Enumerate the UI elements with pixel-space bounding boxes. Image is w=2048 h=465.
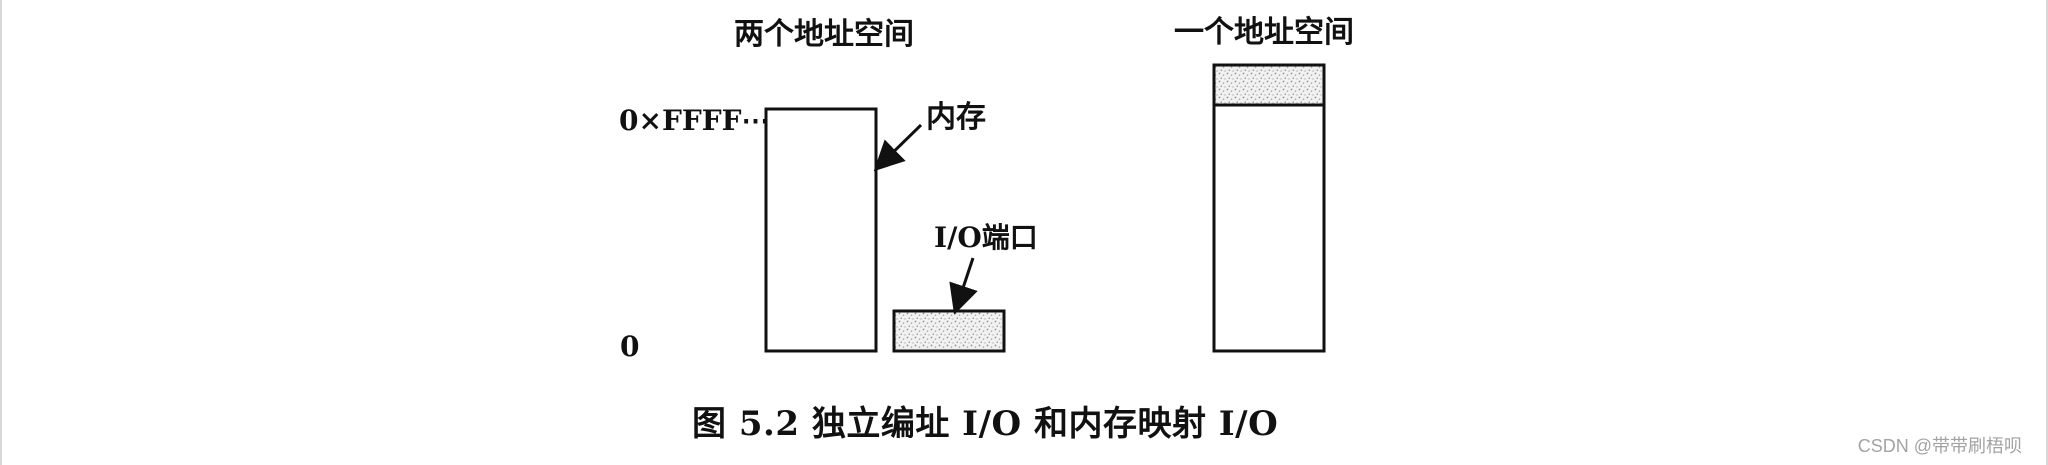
figure-caption: 图 5.2 独立编址 I/O 和内存映射 I/O: [692, 404, 1279, 444]
left-address-space-title: 两个地址空间: [734, 17, 914, 52]
io-port-label: I/O端口: [934, 221, 1038, 254]
right-address-space-title: 一个地址空间: [1174, 15, 1354, 50]
mapped-io-region: [1212, 63, 1326, 107]
watermark-text: CSDN @带带刷梧呗: [1857, 436, 2022, 456]
io-space-block: [892, 309, 1006, 353]
memory-label: 内存: [926, 100, 986, 135]
memory-space-block: [764, 107, 878, 353]
memory-arrow: [873, 123, 923, 172]
zero-address-label: 0: [620, 330, 640, 363]
io-arrow: [949, 257, 978, 315]
top-address-label: 0×FFFF⋯: [619, 104, 770, 137]
single-address-space-block: [1212, 63, 1326, 353]
